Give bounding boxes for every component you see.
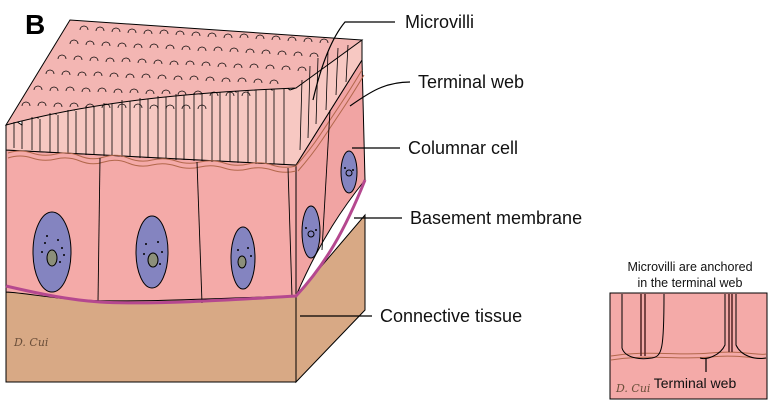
label-basement-membrane: Basement membrane (410, 208, 582, 228)
inset-caption-line2: in the terminal web (638, 276, 743, 290)
epithelium-block: D. Cui (6, 20, 365, 382)
label-columnar-cell: Columnar cell (408, 138, 518, 158)
panel-letter: B (25, 9, 45, 40)
artist-signature: D. Cui (13, 336, 48, 349)
label-connective-tissue: Connective tissue (380, 306, 522, 326)
inset-caption-line1: Microvilli are anchored (627, 260, 752, 274)
inset-panel: Microvilli are anchored in the terminal … (610, 260, 767, 399)
inset-signature: D. Cui (615, 382, 650, 395)
label-microvilli: Microvilli (405, 12, 474, 32)
inset-label-terminal-web: Terminal web (654, 375, 737, 391)
connective-tissue-front (6, 292, 296, 382)
label-terminal-web: Terminal web (418, 72, 524, 92)
